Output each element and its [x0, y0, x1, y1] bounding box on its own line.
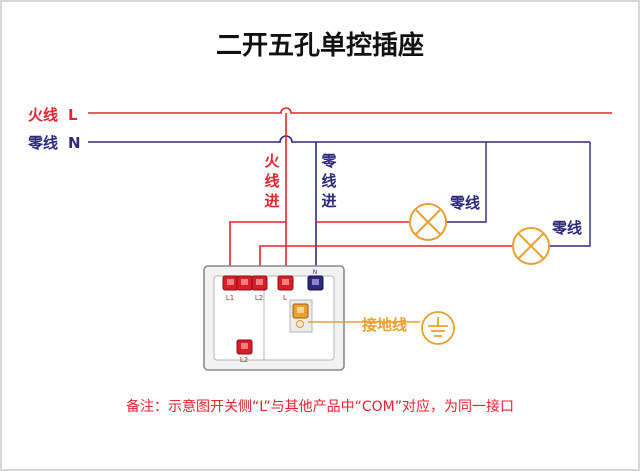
lamp2-neutral-wire [550, 142, 591, 247]
lamp2-neutral-label: 零线 [551, 219, 582, 237]
ground-wire-label: 接地线 [362, 316, 407, 334]
lamp-1-icon [409, 203, 447, 241]
terminal-n-label: N [313, 269, 318, 276]
diagram-title: 二开五孔单控插座 [216, 30, 424, 61]
live-main-line [88, 107, 612, 114]
neutral-line-letter: N [68, 134, 81, 152]
lamp1-neutral-label: 零线 [449, 194, 480, 212]
terminal-l2a-icon [251, 275, 268, 291]
terminal-ground-icon [292, 303, 309, 329]
neutral-main-line [88, 135, 590, 143]
terminal-l2-icon [236, 339, 253, 355]
terminal-l-label: L [283, 294, 287, 302]
lamp1-neutral-wire [446, 142, 487, 223]
neutral-in-label-1: 零 [320, 152, 337, 170]
live-in-label-3: 进 [264, 192, 279, 210]
live-line-label: 火线 [28, 106, 58, 124]
terminal-l2a-label: L2 [255, 294, 263, 302]
live-branch-l2a [259, 245, 286, 266]
live-branch-l1 [229, 221, 286, 266]
live-line-letter: L [68, 106, 78, 124]
lamp-2-icon [512, 227, 550, 265]
neutral-in-label-2: 线 [321, 172, 336, 190]
live-in-label-2: 线 [264, 172, 279, 190]
neutral-line-label: 零线 [27, 134, 58, 152]
terminal-l1-icon [222, 275, 239, 291]
terminal-n-icon [307, 275, 324, 291]
ground-symbol-icon [421, 311, 455, 345]
live-in-label-1: 火 [264, 152, 280, 170]
neutral-in-label-3: 进 [321, 192, 336, 210]
terminal-l2-label: L2 [240, 356, 248, 364]
terminal-l-icon [277, 275, 294, 291]
terminal-l-mid-icon [236, 275, 253, 291]
terminal-l1-label: L1 [226, 294, 234, 302]
footnote: 备注：示意图开关侧“L”与其他产品中“COM”对应，为同一接口 [126, 398, 514, 415]
